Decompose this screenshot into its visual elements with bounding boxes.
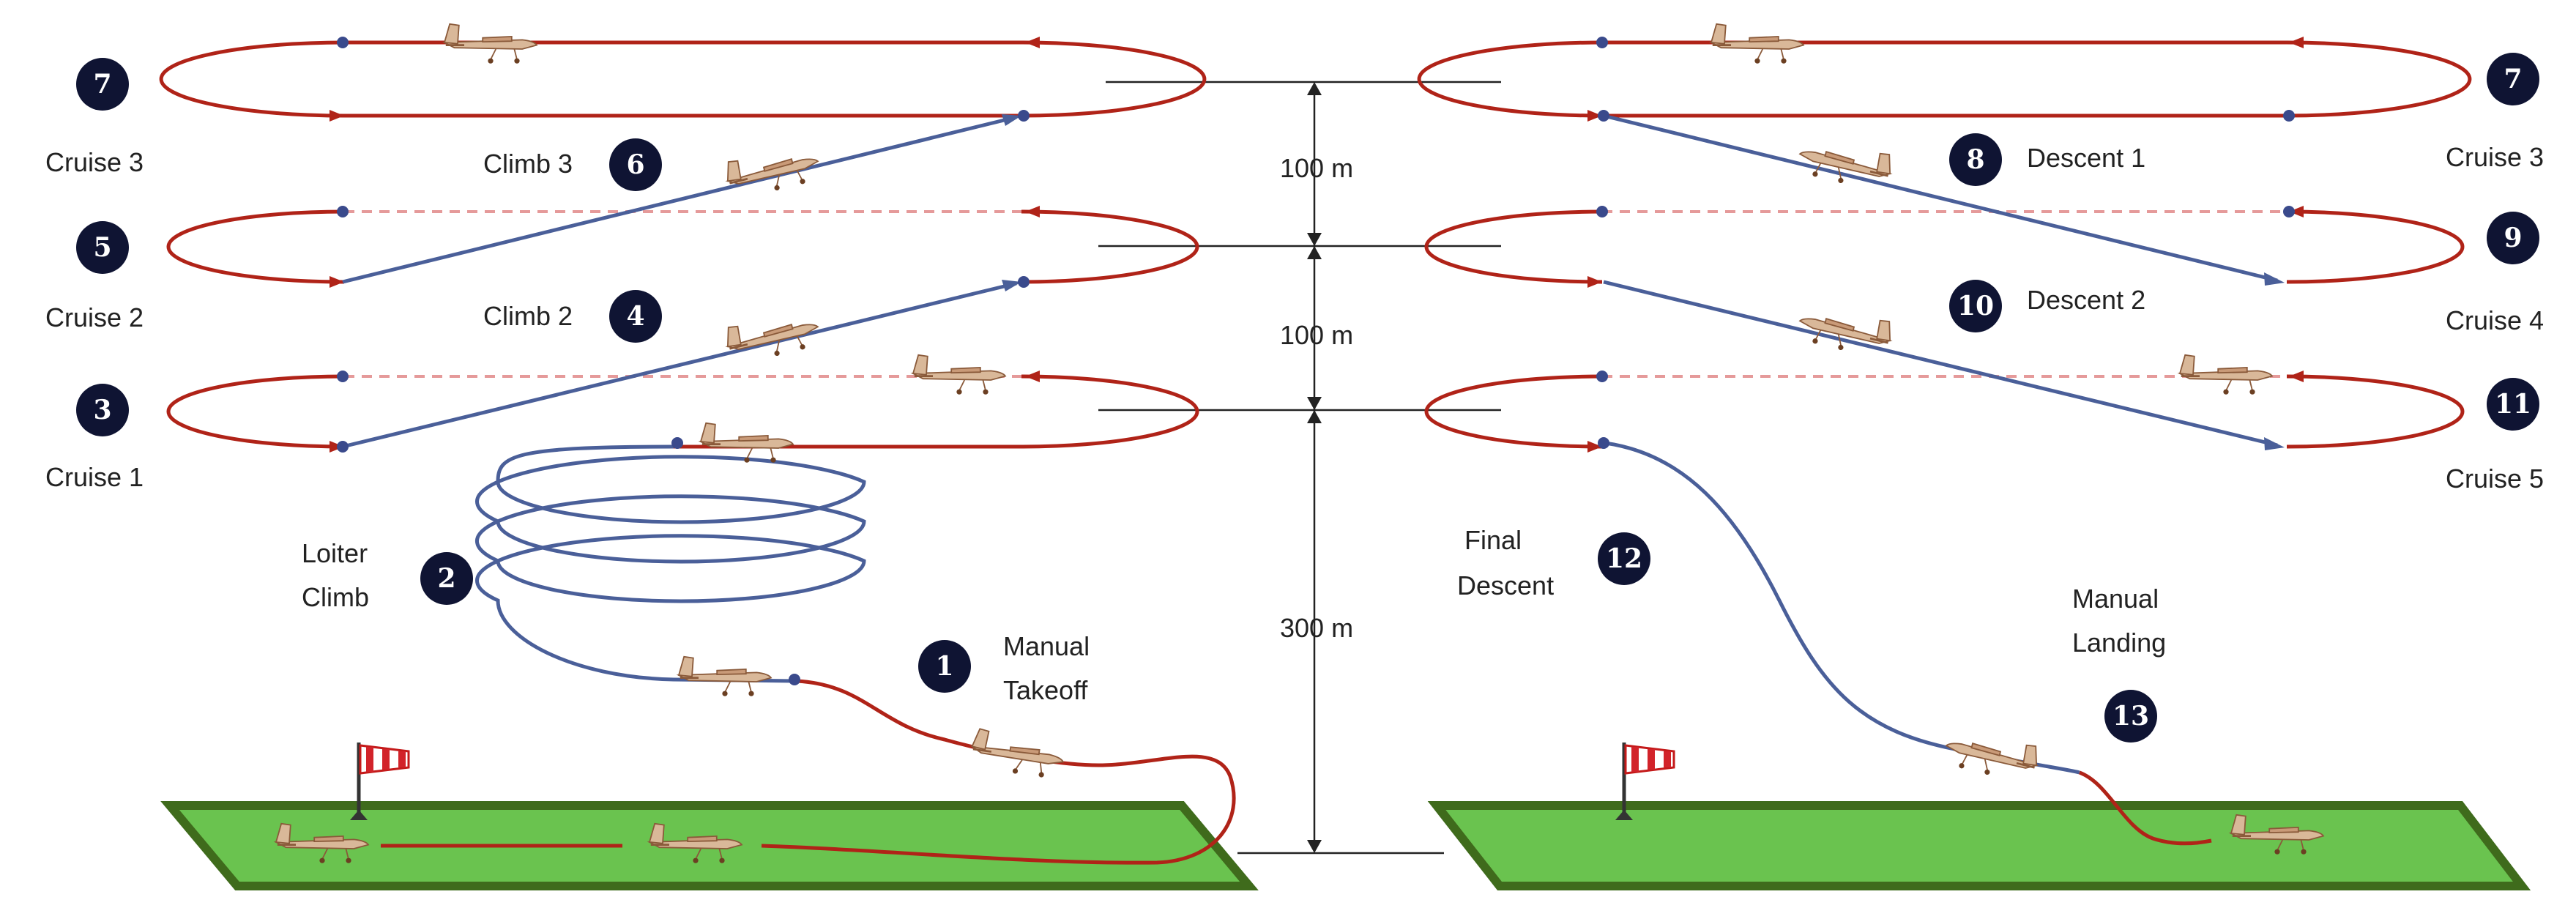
phase-4-label: Climb 2	[483, 301, 573, 331]
cruise-4-loop-right	[1424, 209, 2465, 284]
svg-text:3: 3	[93, 395, 111, 425]
phase-12-label-line2: Descent	[1457, 570, 1554, 600]
svg-text:10: 10	[1957, 291, 1994, 321]
phase-6-badge: 6	[609, 138, 662, 191]
loiter-climb-spiral	[475, 444, 866, 683]
phase-7-badge-left: 7	[76, 58, 129, 111]
phase-6-label: Climb 3	[483, 149, 573, 179]
altitude-label-100m-upper: 100 m	[1280, 153, 1353, 183]
aircraft-icon	[722, 139, 824, 203]
cruise-2-loop-left	[166, 209, 1199, 284]
svg-text:2: 2	[437, 563, 455, 594]
phase-5-badge: 5	[76, 221, 129, 274]
aircraft-icon	[1710, 23, 1805, 65]
waypoints-right	[1596, 37, 2295, 449]
svg-text:1: 1	[935, 651, 953, 682]
phase-2-badge: 2	[420, 552, 473, 605]
svg-text:8: 8	[1966, 144, 1984, 175]
aircraft-icon	[968, 726, 1068, 781]
phase-13-badge: 13	[2104, 690, 2157, 743]
phase-13-label-line2: Landing	[2072, 628, 2166, 658]
phase-12-label-line1: Final	[1464, 525, 1522, 555]
aircraft-icon	[722, 305, 824, 368]
svg-text:5: 5	[93, 232, 111, 263]
aircraft-icon	[443, 23, 538, 65]
svg-text:6: 6	[626, 149, 644, 180]
phase-9-badge: 9	[2487, 212, 2539, 264]
cruise-5-loop-right	[1424, 374, 2465, 449]
phase-12-badge: 12	[1598, 532, 1650, 585]
svg-text:7: 7	[2504, 64, 2522, 94]
waypoints-left	[337, 37, 1030, 685]
aircraft-icon	[677, 655, 773, 698]
svg-text:13: 13	[2112, 701, 2149, 732]
altitude-label-100m-lower: 100 m	[1280, 320, 1353, 350]
phase-3-badge: 3	[76, 384, 129, 436]
aircraft-icon	[912, 354, 1007, 396]
phase-3-label: Cruise 1	[45, 462, 144, 492]
svg-text:4: 4	[626, 301, 644, 332]
phase-1-label-line2: Takeoff	[1003, 675, 1088, 705]
cruise-3-loop-right	[1417, 40, 2472, 118]
phase-7-label-right: Cruise 3	[2446, 142, 2544, 172]
phase-1-badge: 1	[918, 640, 971, 693]
aircraft-icon	[1940, 723, 2042, 787]
cruise-1-loop-left	[166, 374, 1199, 449]
phase-9-label: Cruise 4	[2446, 305, 2544, 335]
aircraft-icon	[2178, 354, 2274, 396]
svg-text:7: 7	[93, 69, 111, 100]
phase-8-label: Descent 1	[2027, 143, 2145, 173]
phase-11-badge: 11	[2487, 378, 2539, 431]
svg-text:9: 9	[2504, 223, 2522, 253]
landing-path	[2079, 770, 2212, 846]
runway-right	[1427, 801, 2531, 890]
phase-10-label: Descent 2	[2027, 285, 2145, 315]
phase-4-badge: 4	[609, 290, 662, 343]
svg-text:12: 12	[1606, 543, 1642, 574]
svg-text:11: 11	[2495, 389, 2531, 420]
altitude-reference-lines	[1098, 81, 1501, 855]
cruise-3-loop-left	[159, 40, 1207, 118]
phase-7-badge-right: 7	[2487, 53, 2539, 105]
final-descent-path	[1604, 441, 2080, 775]
takeoff-path	[761, 679, 1236, 865]
phase-7-label-left: Cruise 3	[45, 147, 144, 177]
phase-10-badge: 10	[1949, 280, 2002, 332]
phase-13-label-line1: Manual	[2072, 584, 2159, 614]
phase-1-label-line1: Manual	[1003, 631, 1090, 661]
phase-5-label: Cruise 2	[45, 302, 144, 332]
phase-2-label-line2: Climb	[302, 582, 369, 612]
altitude-label-300m: 300 m	[1280, 613, 1353, 643]
phase-11-label: Cruise 5	[2446, 464, 2544, 494]
phase-8-badge: 8	[1949, 133, 2002, 186]
phase-2-label-line1: Loiter	[302, 538, 368, 568]
